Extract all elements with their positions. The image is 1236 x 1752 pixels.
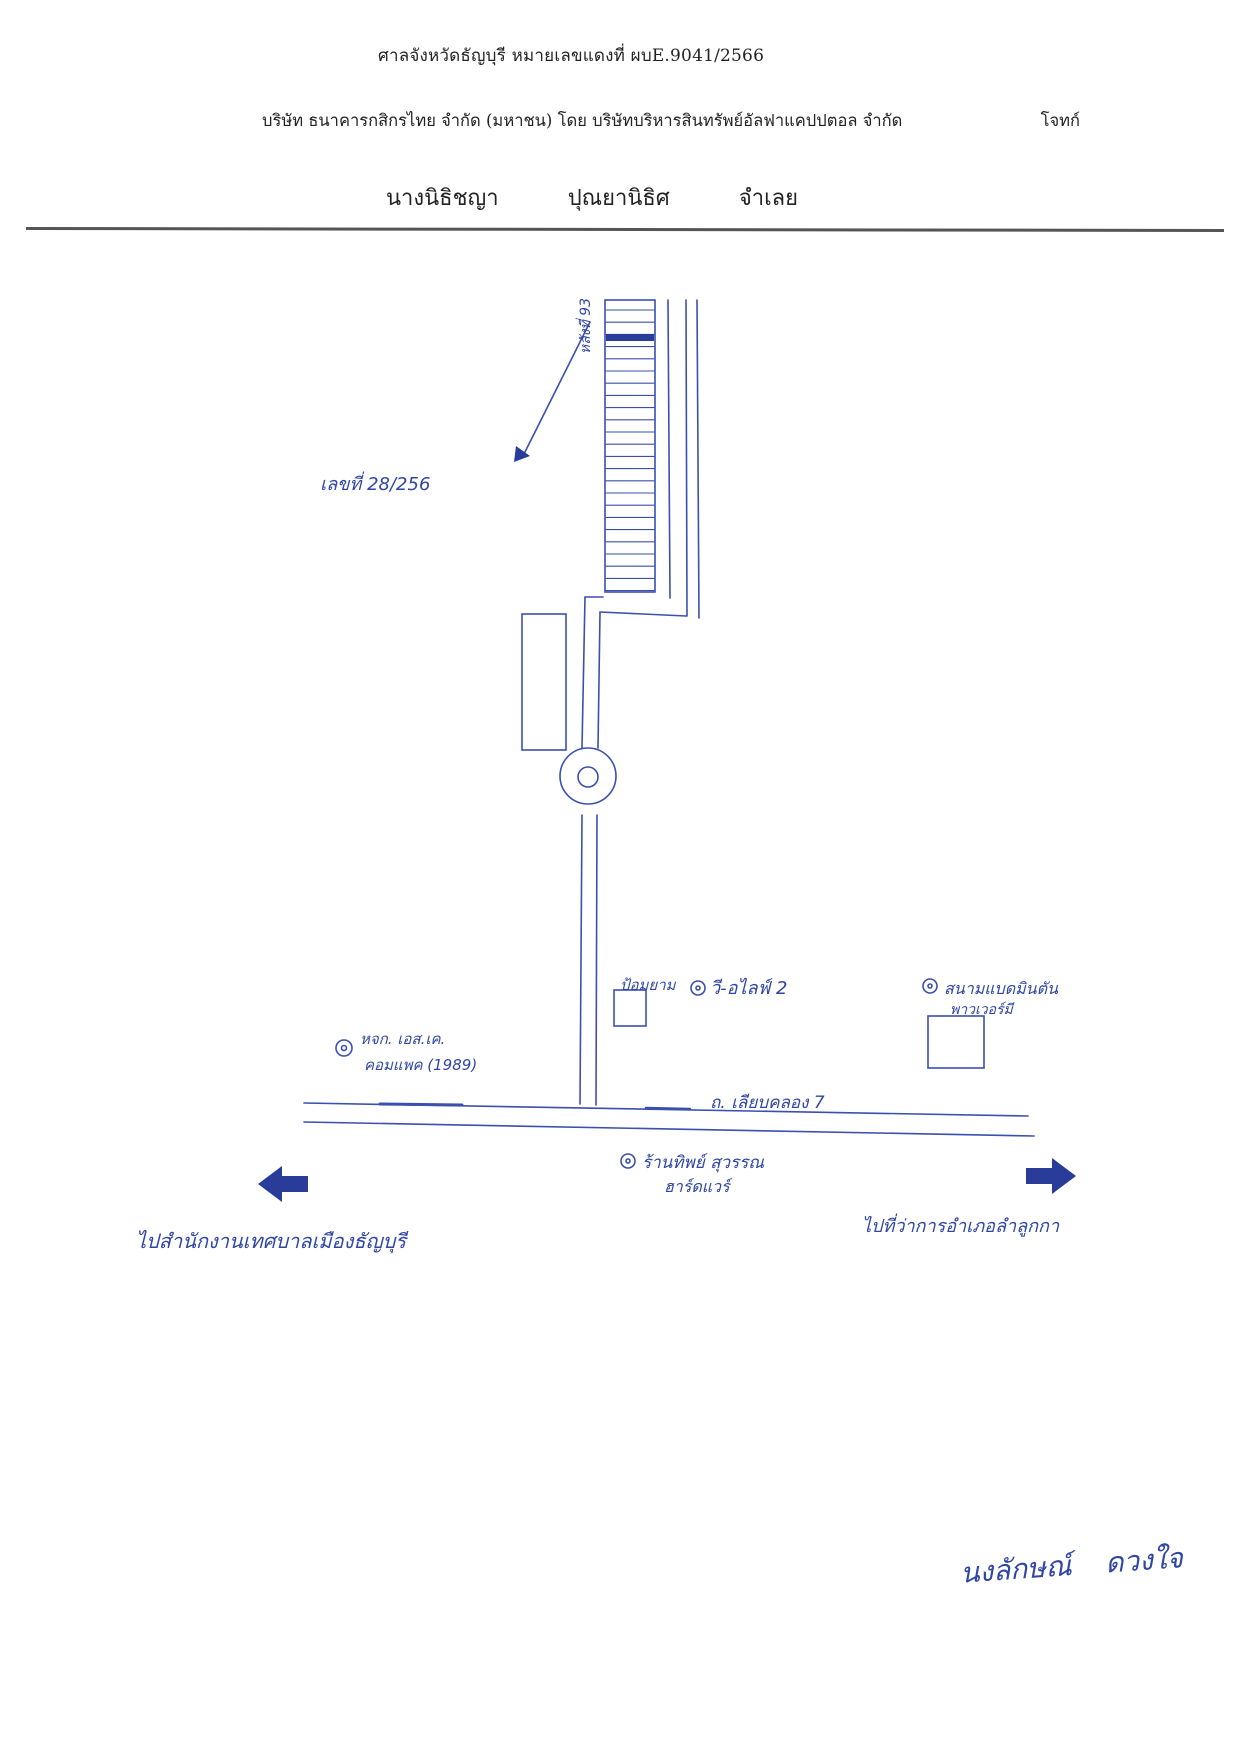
poi-velife-label: วี-อไลฟ์ 2 [710,977,787,999]
lane-bend-east [599,611,687,617]
poi-shop-line2: ฮาร์ดแวร์ [664,1177,733,1196]
pin-icon [620,1153,636,1169]
direction-right-label: ไปที่ว่าการอำเภอลำลูกกา [862,1213,1060,1237]
signature-last-name: ดวงใจ [1104,1541,1184,1580]
side-road-middle [685,299,688,617]
pin-icon [922,978,938,994]
arrow-right-icon [1026,1158,1076,1194]
target-house-label: หลังที่ 93 [575,298,594,354]
defendant-line: นางนิธิชญา ปุณยานิธิศ จำเลย [386,180,798,215]
side-road-outer [696,299,700,619]
roundabout-outer [559,747,617,805]
lane-west-edge-upper [581,596,586,749]
poi-company-line2: คอมแพค (1989) [364,1056,477,1074]
road-name-label: ถ. เลียบคลอง 7 [710,1093,825,1113]
townhouse-row [604,299,656,593]
road-direction-arrow-left [378,1102,464,1107]
direction-left-label: ไปสำนักงานเทศบาลเมืองธัญบุรี [136,1229,409,1254]
road-direction-arrow-right [644,1106,692,1111]
arrow-left-icon [258,1166,308,1202]
main-road-south-edge [303,1121,1035,1137]
poi-company-line1: หจก. เอส.เค. [360,1030,445,1048]
pin-icon [690,980,706,996]
poi-badminton-line2: พาวเวอร์มี [950,1001,1015,1018]
badminton-court-box [927,1015,985,1069]
plaintiff-name: บริษัท ธนาคารกสิกรไทย จำกัด (มหาชน) โดย … [262,111,903,130]
roundabout-inner [577,766,599,788]
defendant-role: จำเลย [738,186,798,211]
defendant-first-name: นางนิธิชญา [386,186,499,211]
house-number-label: เลขที่ 28/256 [320,471,430,495]
parties-line: บริษัท ธนาคารกสิกรไทย จำกัด (มหาชน) โดย … [262,108,1080,134]
lane-east-edge-lower [595,814,598,1106]
plaintiff-role: โจทก์ [1040,111,1080,130]
pin-icon [335,1039,353,1057]
lane-east-edge-upper [597,611,601,749]
court-case-line: ศาลจังหวัดธัญบุรี หมายเลขแดงที่ ผบE.9041… [378,46,765,66]
lane-west-edge-lower [579,814,583,1105]
guard-booth-label: ป้อมยาม [620,976,677,994]
pointer-arrow-head [514,446,530,462]
poi-badminton-line1: สนามแบดมินตัน [944,979,1059,998]
townhouse-unit-dividers [605,309,655,592]
target-house-marker [606,334,654,341]
building-beside-lane [521,613,567,751]
poi-shop-line1: ร้านทิพย์ สุวรรณ [642,1153,764,1173]
signature-first-name: นงลักษณ์ [959,1549,1073,1590]
side-road-inner [667,299,671,599]
guard-booth-box [613,989,647,1027]
defendant-surname: ปุณยานิธิศ [567,186,670,211]
pointer-arrow [523,321,591,455]
